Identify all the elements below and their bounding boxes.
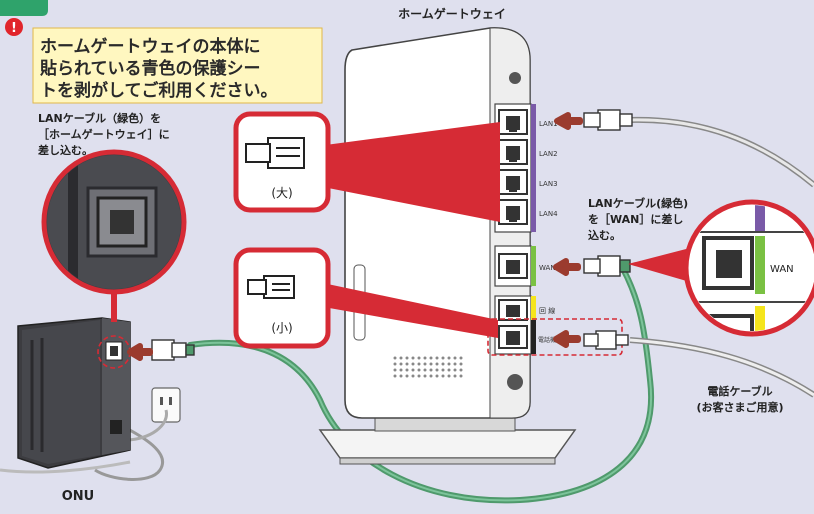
- lan1-cable: [629, 116, 814, 188]
- port-label-line: 回 線: [539, 306, 555, 315]
- lan-port: [498, 199, 528, 225]
- callout-large: (大): [233, 111, 331, 213]
- warning-line-3: トを剥がしてご利用ください。: [40, 80, 278, 101]
- svg-text:LANケーブル(緑色): LANケーブル(緑色): [588, 196, 688, 210]
- wan-zoom-pointer: [628, 248, 690, 282]
- svg-text:LANケーブル（緑色）を: LANケーブル（緑色）を: [38, 111, 161, 125]
- lan1-plug: [583, 109, 633, 131]
- onu-arrow: [127, 343, 153, 361]
- gateway-title: ホームゲートウェイ: [398, 6, 506, 21]
- phone-arrow: [553, 330, 581, 348]
- svg-text:を［WAN］に差し: を［WAN］に差し: [588, 212, 683, 226]
- port-label-lan1: LAN1: [539, 120, 558, 128]
- lan1-arrow: [554, 112, 583, 130]
- wan-zoom-circle: WAN: [683, 199, 814, 337]
- port-label-lan3: LAN3: [539, 180, 558, 188]
- lan-port-panel: LAN1 LAN2 LAN3 LAN4: [494, 103, 558, 233]
- svg-text:!: !: [11, 21, 17, 36]
- lan-port: [498, 139, 528, 165]
- wan-arrow: [553, 258, 581, 276]
- onu-plug: [151, 339, 195, 361]
- line-port-panel: 回 線 電話機: [494, 295, 556, 355]
- header-tab: [0, 0, 48, 16]
- port-label-phone: 電話機: [538, 336, 556, 344]
- connector-large-label: (大): [271, 186, 292, 200]
- power-outlet: [124, 387, 181, 442]
- onu-label: ONU: [62, 489, 95, 504]
- zoom-wan-label: WAN: [770, 264, 794, 275]
- large-connector-icon: [245, 137, 305, 169]
- callout-small-pointer: [318, 282, 498, 338]
- onu-device: [17, 317, 131, 469]
- warning-note: ! ホームゲートウェイの本体に 貼られている青色の保護シー トを剥がしてご利用く…: [5, 18, 323, 104]
- phone-cable-label-2: (お客さまご用意): [696, 400, 783, 414]
- instruction-lan: LANケーブル（緑色）を ［ホームゲートウェイ］に 差し込む。: [38, 111, 170, 157]
- svg-text:込む。: 込む。: [588, 228, 621, 242]
- phone-cable-label-1: 電話ケーブル: [707, 384, 772, 398]
- svg-text:差し込む。: 差し込む。: [38, 143, 93, 157]
- port-label-lan4: LAN4: [539, 210, 558, 218]
- lan-port: [498, 169, 528, 195]
- connector-small-label: (小): [271, 321, 292, 335]
- svg-text:［ホームゲートウェイ］に: ［ホームゲートウェイ］に: [38, 127, 170, 141]
- lan-port: [498, 109, 528, 135]
- callout-large-pointer: [318, 122, 500, 222]
- onu-zoom-circle: [41, 149, 187, 295]
- small-connector-icon: [247, 275, 295, 299]
- warning-icon: [5, 18, 23, 36]
- port-label-lan2: LAN2: [539, 150, 558, 158]
- warning-line-2: 貼られている青色の保護シー: [39, 58, 261, 79]
- phone-plug: [583, 330, 629, 350]
- gateway-top-button: [509, 72, 521, 84]
- gateway-bottom-button: [507, 374, 523, 390]
- instruction-wan: LANケーブル(緑色) を［WAN］に差し 込む。: [588, 196, 688, 242]
- callout-small: (小): [233, 247, 331, 349]
- wan-port-panel: WAN: [494, 245, 556, 287]
- warning-line-1: ホームゲートウェイの本体に: [40, 36, 261, 57]
- wan-plug: [583, 255, 631, 277]
- port-label-wan: WAN: [539, 264, 556, 272]
